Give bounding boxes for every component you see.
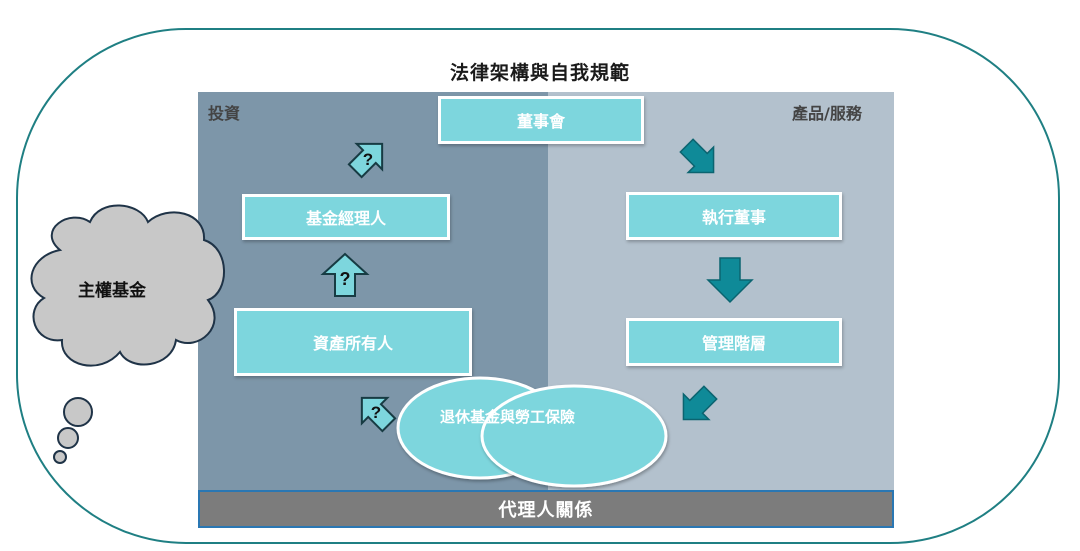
fund-manager-box: 基金經理人 [242, 194, 450, 240]
arrow-down-icon [706, 257, 754, 304]
executive-director-label: 執行董事 [701, 208, 766, 227]
arrow-diag-down-right-icon [679, 138, 715, 174]
asset-owner-box: 資產所有人 [234, 308, 472, 376]
agency-relationship-label: 代理人關係 [498, 500, 594, 521]
ellipse-front [480, 384, 668, 488]
pension-insurance-label: 退休基金與勞工保險 [440, 408, 576, 426]
question-mark-2: ? [340, 269, 351, 289]
investment-label: 投資 [208, 104, 241, 123]
product-service-label: 產品/服務 [792, 104, 862, 123]
diagram-title: 法律架構與自我規範 [449, 62, 630, 84]
management-box: 管理階層 [626, 318, 842, 366]
executive-director-box: 執行董事 [626, 192, 842, 240]
sovereign-fund-cloud [30, 204, 225, 464]
management-label: 管理階層 [701, 334, 766, 353]
board-label: 董事會 [516, 112, 565, 131]
question-arrow-diag-up-left-icon [360, 396, 397, 433]
question-mark-3: ? [371, 403, 381, 422]
asset-owner-label: 資產所有人 [312, 334, 393, 353]
question-arrow-up-icon [320, 252, 370, 297]
arrow-diag-down-left-icon [682, 385, 718, 421]
board-box: 董事會 [438, 96, 644, 144]
question-mark-1: ? [363, 150, 373, 169]
question-arrow-diag-up-right-icon [347, 142, 384, 179]
fund-manager-label: 基金經理人 [305, 209, 386, 228]
agency-relationship-bar: 代理人關係 [198, 490, 894, 528]
sovereign-fund-label: 主權基金 [78, 281, 146, 301]
